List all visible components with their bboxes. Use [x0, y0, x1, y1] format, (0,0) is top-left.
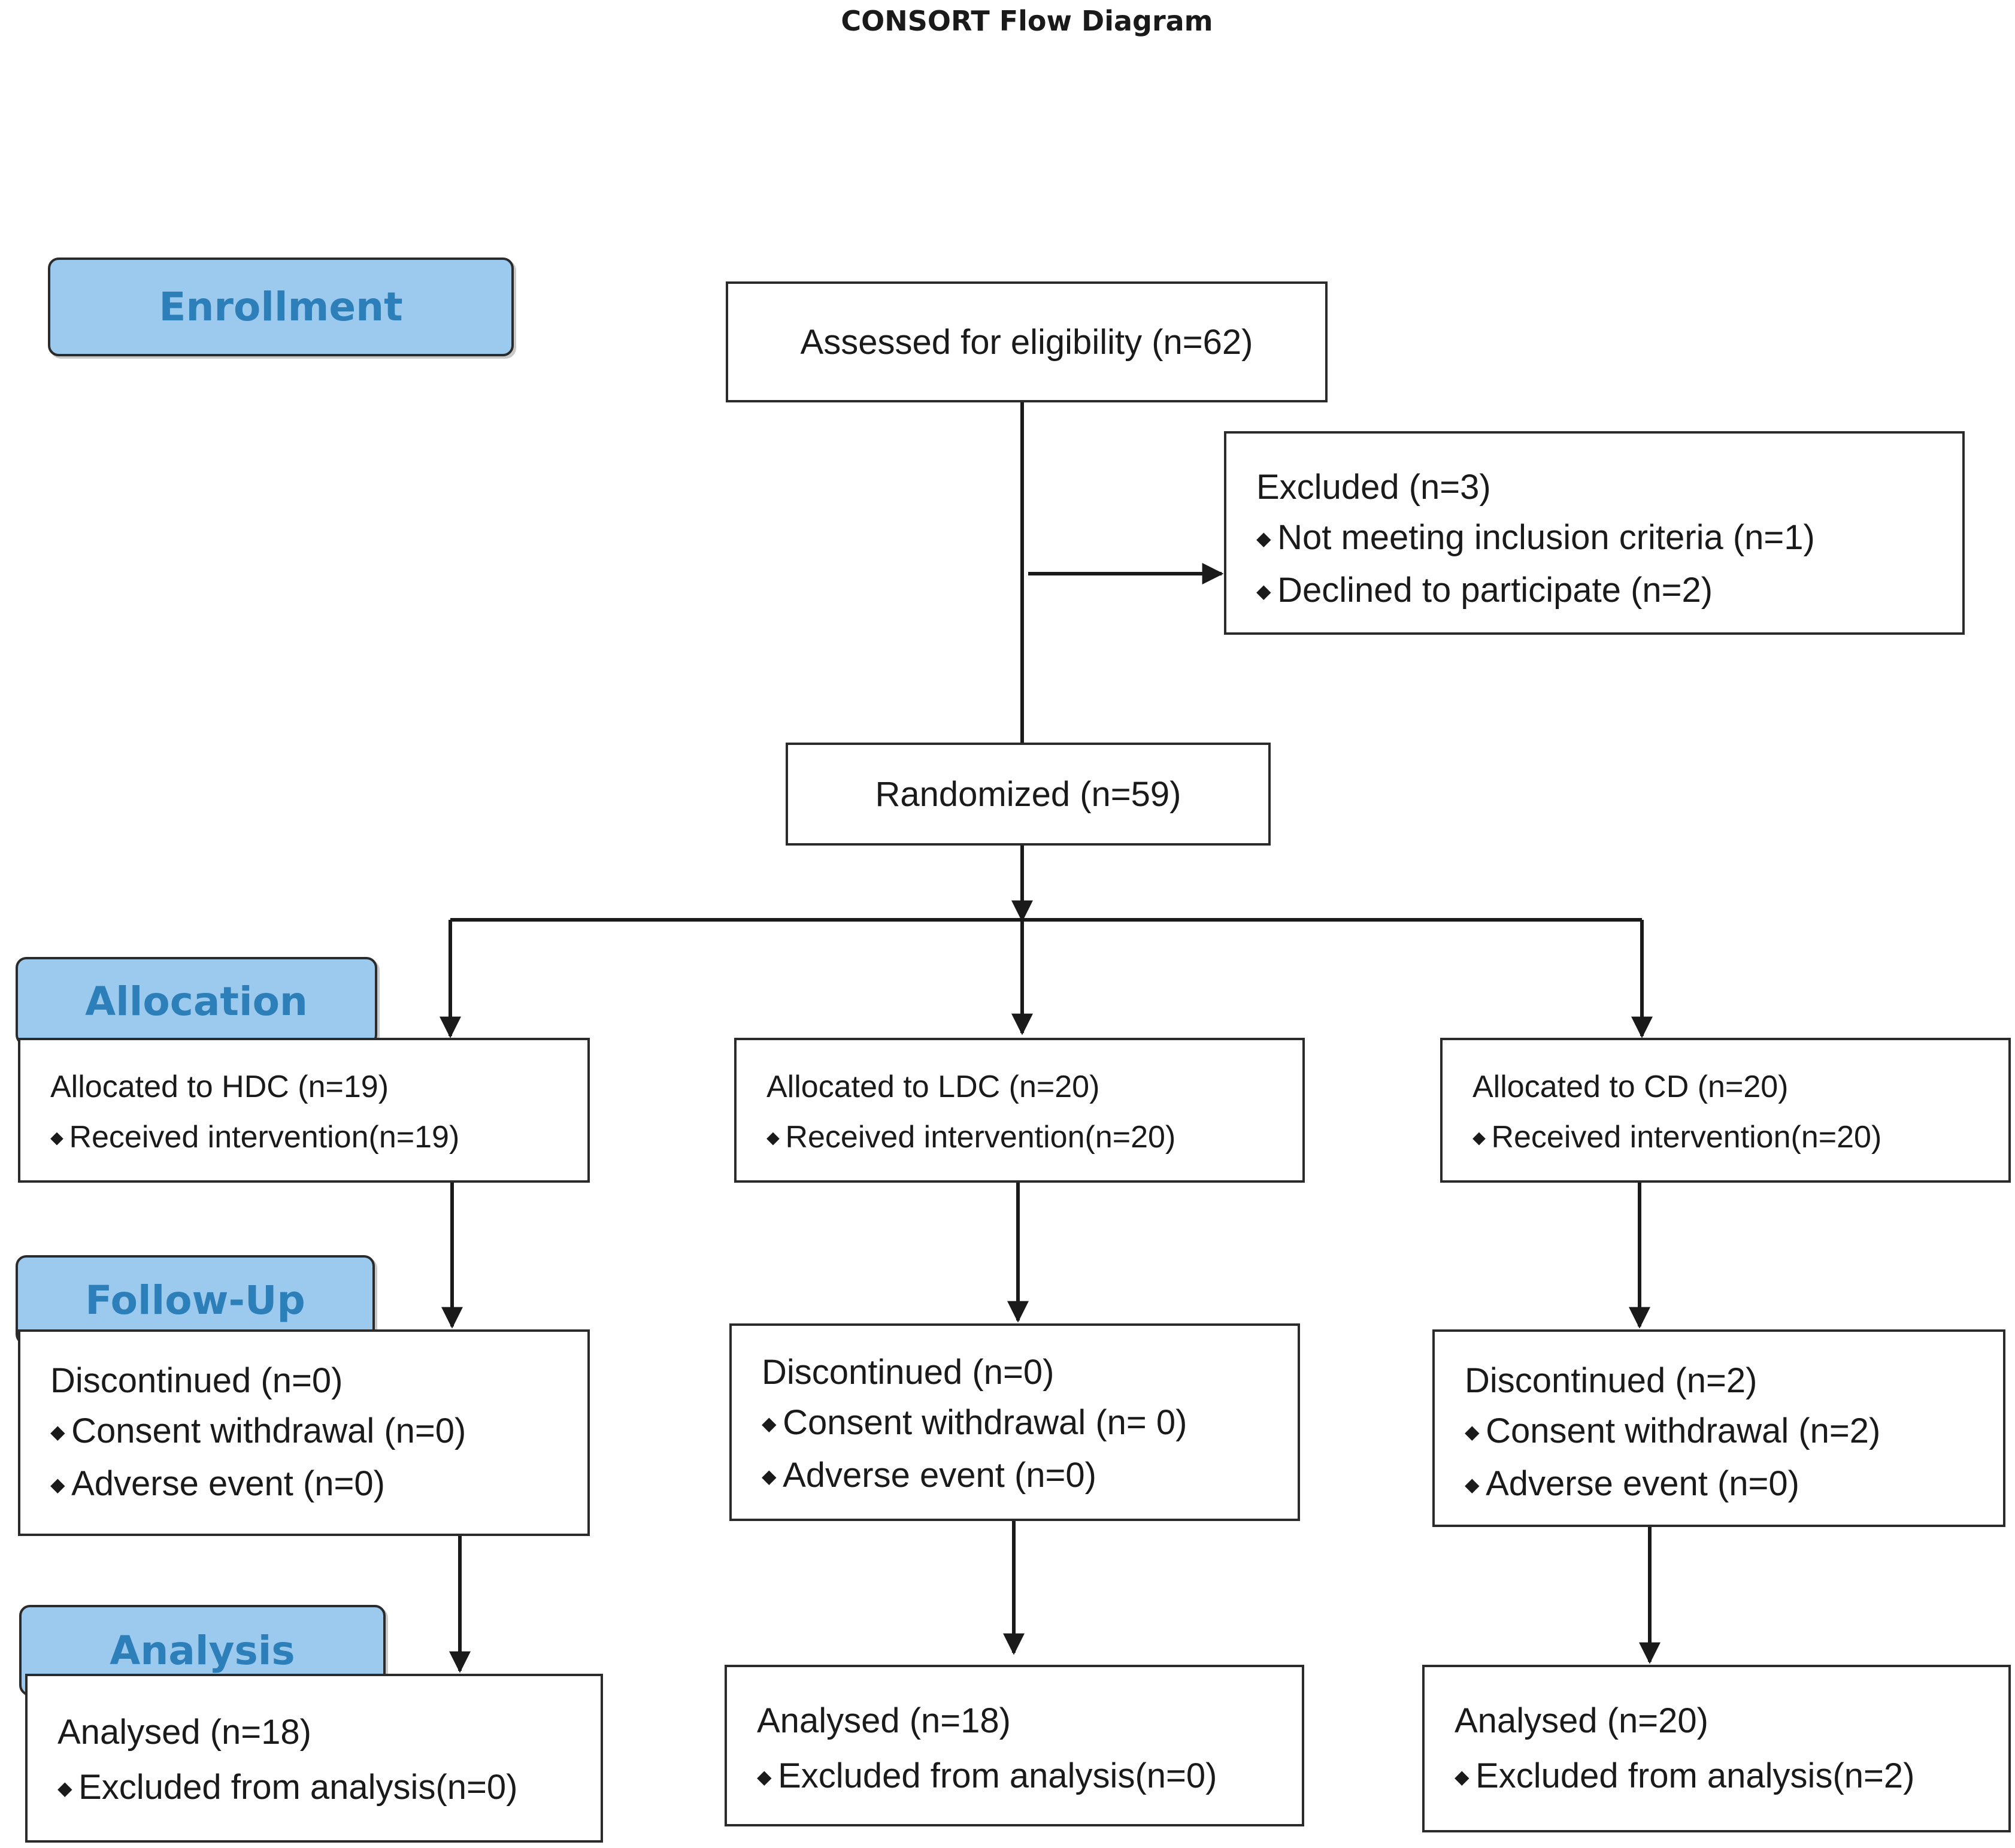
followup-box-hdc: Discontinued (n=0) Consent withdrawal (n… [18, 1329, 590, 1536]
randomized-text: Randomized (n=59) [875, 774, 1181, 814]
received-text: Received intervention(n=20) [766, 1112, 1302, 1164]
allocation-box-cd: Allocated to CD (n=20) Received interven… [1440, 1038, 2011, 1183]
adverse-event-text: Adverse event (n=0) [50, 1459, 587, 1511]
analysis-box-ldc: Analysed (n=18) Excluded from analysis(n… [725, 1665, 1304, 1826]
excluded-analysis-text: Excluded from analysis(n=0) [57, 1760, 601, 1817]
followup-box-cd: Discontinued (n=2) Consent withdrawal (n… [1432, 1329, 2005, 1527]
diagram-title: CONSORT Flow Diagram [841, 5, 1213, 37]
assessed-box: Assessed for eligibility (n=62) [726, 281, 1328, 402]
discontinued-text: Discontinued (n=0) [50, 1361, 343, 1400]
analysis-box-hdc: Analysed (n=18) Excluded from analysis(n… [25, 1674, 603, 1843]
assessed-text: Assessed for eligibility (n=62) [800, 322, 1253, 362]
received-text: Received intervention(n=19) [50, 1112, 587, 1164]
excluded-analysis-text: Excluded from analysis(n=2) [1455, 1749, 2008, 1806]
stage-label-enrollment: Enrollment [48, 257, 514, 356]
followup-box-ldc: Discontinued (n=0) Consent withdrawal (n… [729, 1323, 1300, 1521]
allocated-text: Allocated to HDC (n=19) [50, 1070, 389, 1104]
allocated-text: Allocated to LDC (n=20) [766, 1070, 1100, 1104]
analysis-box-cd: Analysed (n=20) Excluded from analysis(n… [1422, 1665, 2011, 1832]
discontinued-text: Discontinued (n=0) [762, 1353, 1055, 1392]
stage-label-allocation: Allocation [16, 957, 377, 1046]
adverse-event-text: Adverse event (n=0) [1465, 1459, 2003, 1511]
consent-withdrawal-text: Consent withdrawal (n=0) [50, 1406, 587, 1459]
analysed-text: Analysed (n=20) [1455, 1701, 1708, 1740]
analysed-text: Analysed (n=18) [757, 1701, 1011, 1740]
allocated-text: Allocated to CD (n=20) [1472, 1070, 1789, 1104]
excluded-item: Declined to participate (n=2) [1256, 565, 1962, 618]
excluded-box: Excluded (n=3) Not meeting inclusion cri… [1224, 431, 1965, 635]
consent-withdrawal-text: Consent withdrawal (n=2) [1465, 1406, 2003, 1459]
allocation-box-ldc: Allocated to LDC (n=20) Received interve… [734, 1038, 1305, 1183]
adverse-event-text: Adverse event (n=0) [762, 1450, 1298, 1503]
analysed-text: Analysed (n=18) [57, 1713, 311, 1752]
consent-withdrawal-text: Consent withdrawal (n= 0) [762, 1398, 1298, 1450]
excluded-heading: Excluded (n=3) [1256, 468, 1491, 507]
randomized-box: Randomized (n=59) [786, 743, 1271, 846]
allocation-box-hdc: Allocated to HDC (n=19) Received interve… [18, 1038, 590, 1183]
received-text: Received intervention(n=20) [1472, 1112, 2008, 1164]
excluded-item: Not meeting inclusion criteria (n=1) [1256, 513, 1962, 565]
discontinued-text: Discontinued (n=2) [1465, 1361, 1758, 1400]
excluded-analysis-text: Excluded from analysis(n=0) [757, 1749, 1302, 1806]
